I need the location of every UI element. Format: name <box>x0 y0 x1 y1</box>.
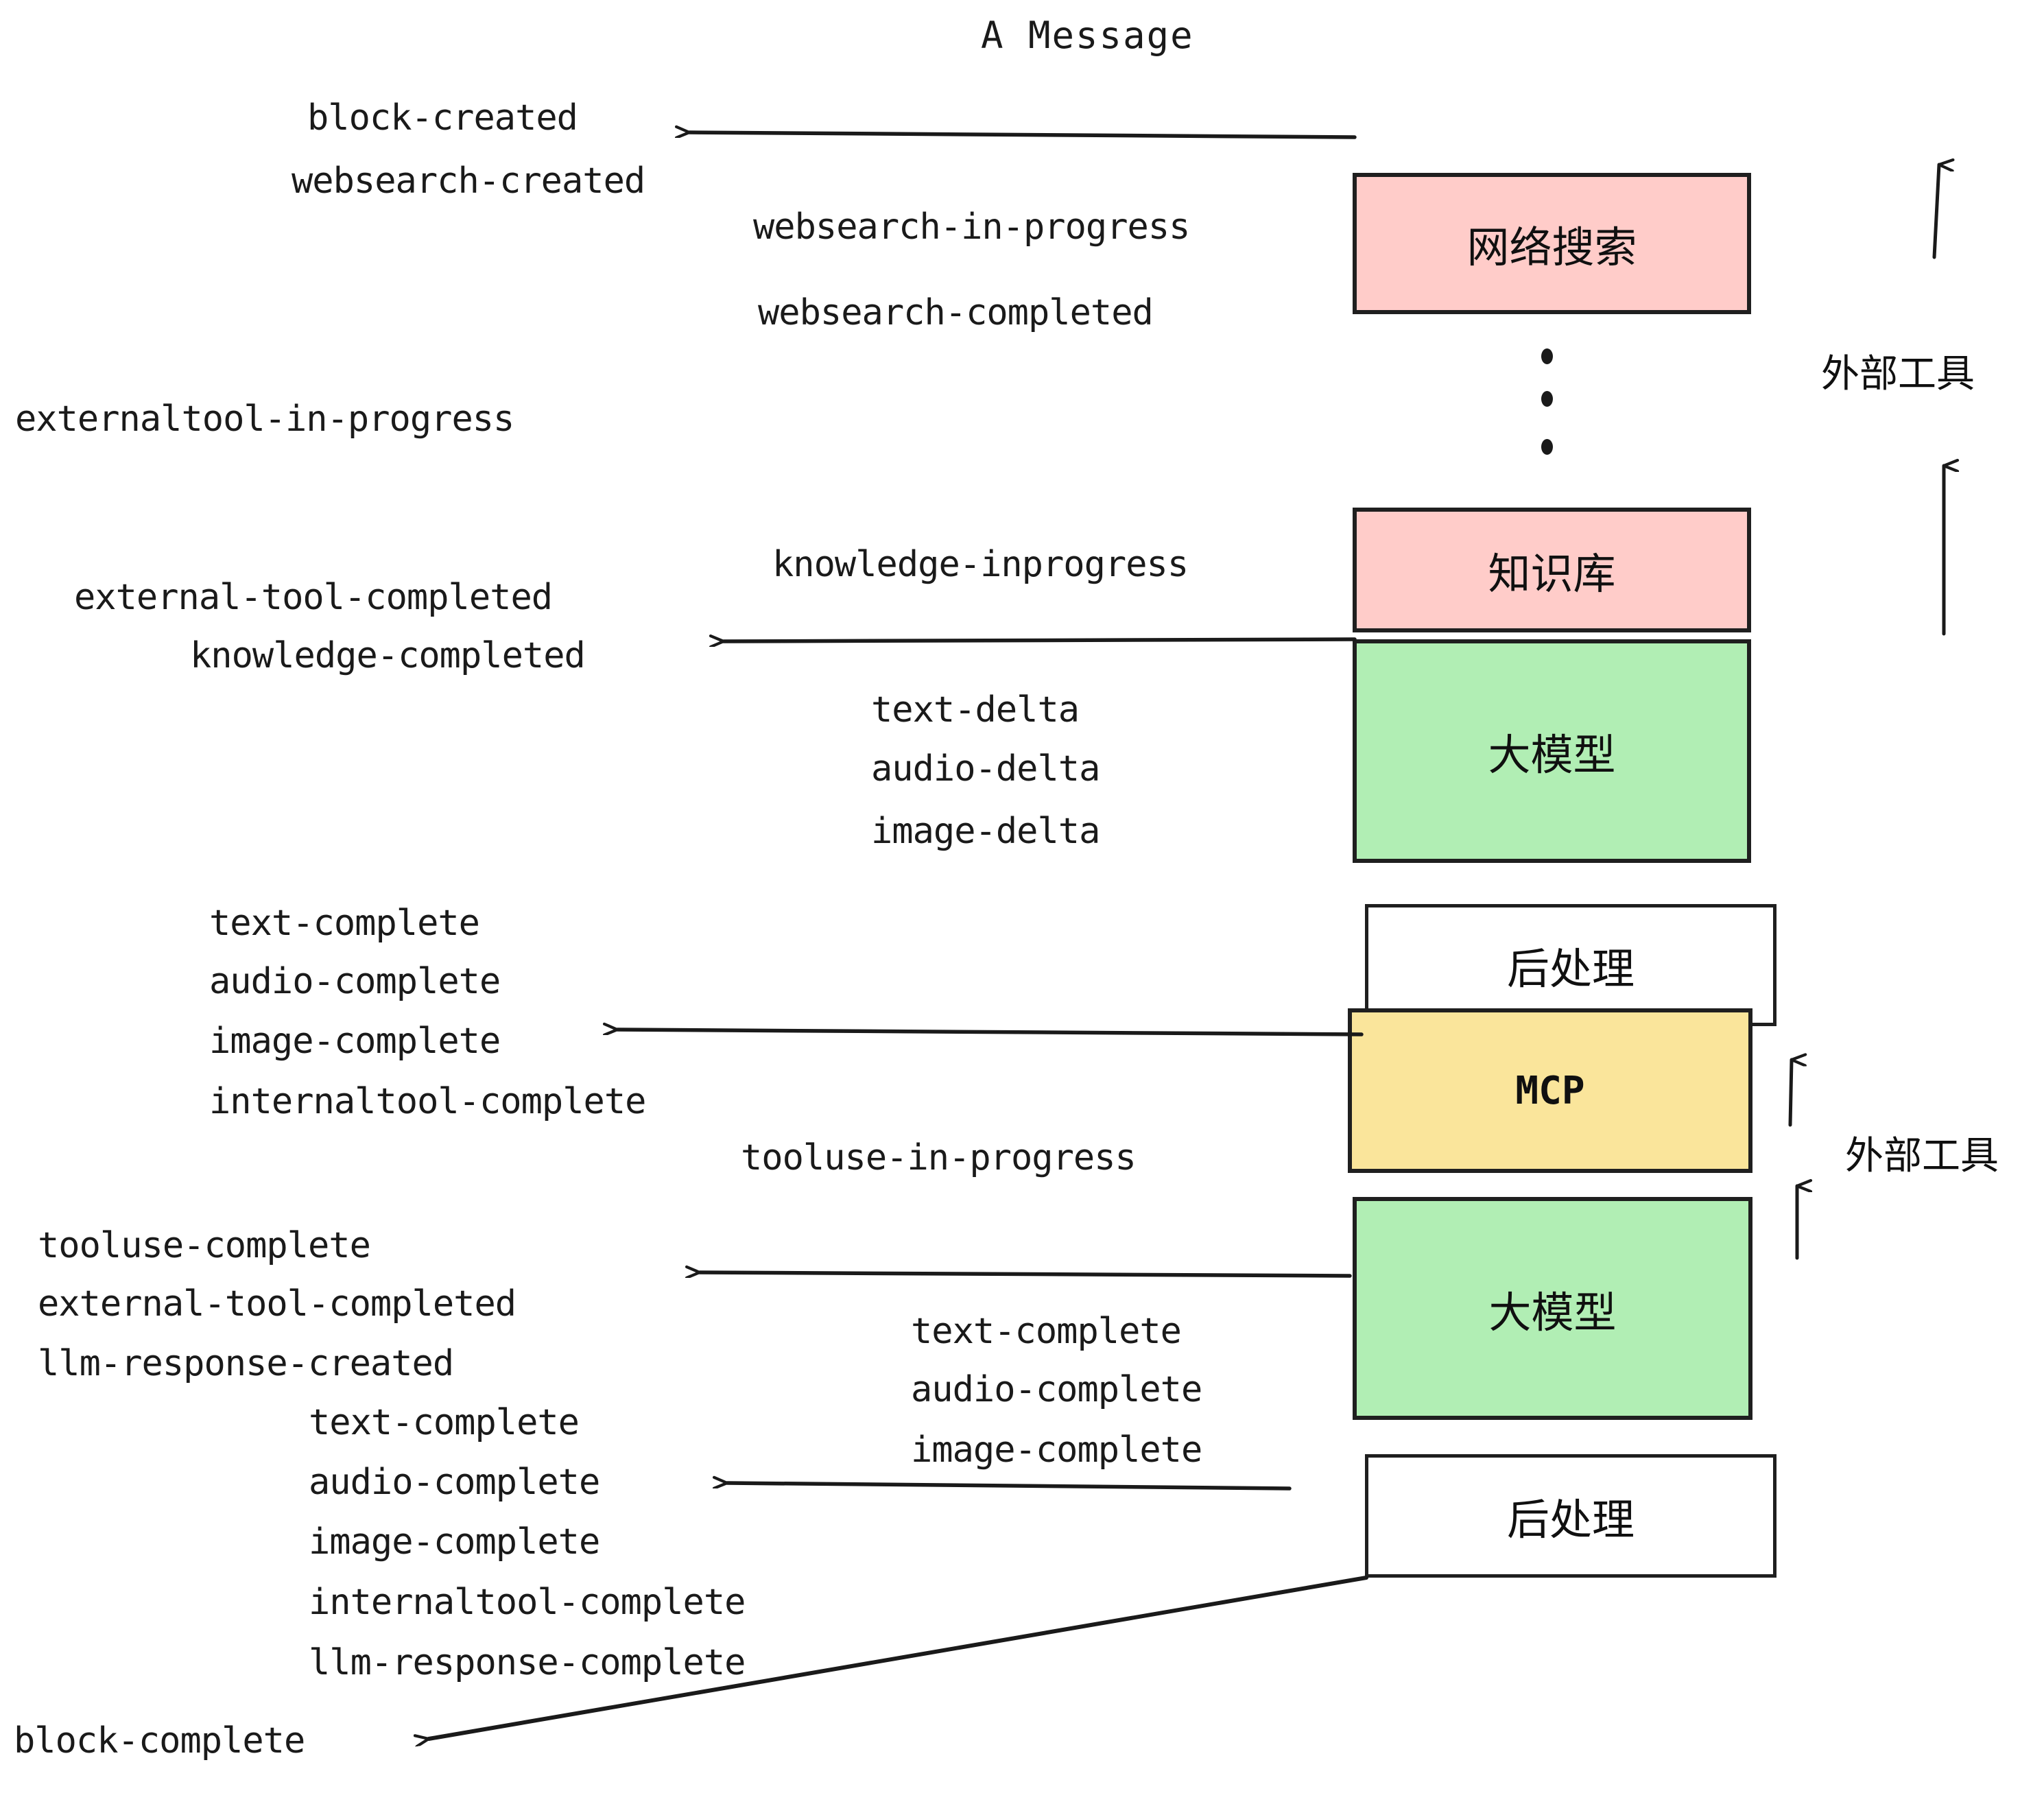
event-label-image-complete-1: image-complete <box>209 1021 501 1062</box>
box-llm-2[interactable]: 大模型 <box>1353 1197 1752 1420</box>
event-label-audio-delta-2: audio-complete <box>911 1369 1202 1410</box>
box-postprocess-1[interactable]: 后处理 <box>1365 904 1776 1026</box>
event-label-externaltool-in-progress: externaltool-in-progress <box>15 399 514 440</box>
arrow-knowledge-to-completed <box>724 639 1357 641</box>
event-label-block-complete: block-complete <box>14 1720 305 1761</box>
diagram-title: A Message <box>981 14 1194 57</box>
arrow-external-tools-bottom-up <box>1788 1060 1792 1127</box>
event-label-block-created: block-created <box>307 97 578 139</box>
box-websearch-label: 网络搜索 <box>1466 222 1637 272</box>
arrow-mcp-to-tooluse-complete <box>700 1272 1352 1276</box>
box-llm-1[interactable]: 大模型 <box>1353 639 1751 863</box>
event-label-llm-response-complete: llm-response-complete <box>309 1642 746 1683</box>
box-mcp-label: MCP <box>1515 1068 1585 1113</box>
event-label-external-tool-completed-2: external-tool-completed <box>38 1283 516 1325</box>
box-knowledge[interactable]: 知识库 <box>1353 508 1751 632</box>
box-postprocess-2[interactable]: 后处理 <box>1365 1454 1776 1578</box>
ellipsis-dot-2 <box>1541 391 1553 407</box>
event-label-image-delta-1: image-delta <box>871 811 1100 852</box>
event-label-knowledge-completed: knowledge-completed <box>190 635 586 676</box>
arrow-to-image-complete <box>617 1030 1364 1036</box>
event-label-image-delta-2: image-complete <box>911 1429 1202 1471</box>
event-label-tooluse-in-progress: tooluse-in-progress <box>741 1137 1137 1178</box>
event-label-audio-complete-2: audio-complete <box>309 1462 600 1503</box>
event-label-audio-complete-1: audio-complete <box>209 961 501 1002</box>
arrow-websearch-to-created <box>689 132 1357 139</box>
box-llm-1-label: 大模型 <box>1488 730 1616 780</box>
group-label-external-tools-top: 外部工具 <box>1821 352 1975 396</box>
group-label-external-tools-bottom: 外部工具 <box>1845 1134 1999 1178</box>
event-label-websearch-in-progress: websearch-in-progress <box>753 206 1190 248</box>
event-label-text-delta-2: text-complete <box>911 1311 1182 1352</box>
event-label-knowledge-inprogress: knowledge-inprogress <box>772 544 1189 585</box>
event-label-text-delta-1: text-delta <box>871 689 1080 731</box>
event-label-image-complete-2: image-complete <box>309 1521 600 1563</box>
box-postprocess-1-label: 后处理 <box>1506 944 1635 994</box>
event-label-llm-response-created: llm-response-created <box>38 1343 454 1384</box>
box-postprocess-2-label: 后处理 <box>1506 1495 1635 1545</box>
box-mcp[interactable]: MCP <box>1348 1008 1752 1173</box>
arrow-external-tools-top-up <box>1932 165 1939 259</box>
ellipsis-dot-1 <box>1541 348 1553 364</box>
event-label-external-tool-completed-1: external-tool-completed <box>74 577 553 618</box>
event-label-websearch-completed: websearch-completed <box>758 292 1154 333</box>
ellipsis-dot-3 <box>1541 439 1553 455</box>
event-label-audio-delta-1: audio-delta <box>871 748 1100 790</box>
box-llm-2-label: 大模型 <box>1488 1287 1617 1338</box>
box-websearch[interactable]: 网络搜索 <box>1353 173 1751 314</box>
event-label-websearch-created: websearch-created <box>292 161 645 202</box>
event-label-text-complete-2: text-complete <box>309 1402 580 1443</box>
event-label-tooluse-complete: tooluse-complete <box>38 1225 371 1266</box>
arrow-llm2-to-audio-complete <box>727 1483 1292 1491</box>
event-label-text-complete-1: text-complete <box>209 903 480 944</box>
box-knowledge-label: 知识库 <box>1488 549 1616 599</box>
event-label-internaltool-complete-1: internaltool-complete <box>209 1081 646 1122</box>
event-label-internaltool-complete-2: internaltool-complete <box>309 1582 746 1623</box>
